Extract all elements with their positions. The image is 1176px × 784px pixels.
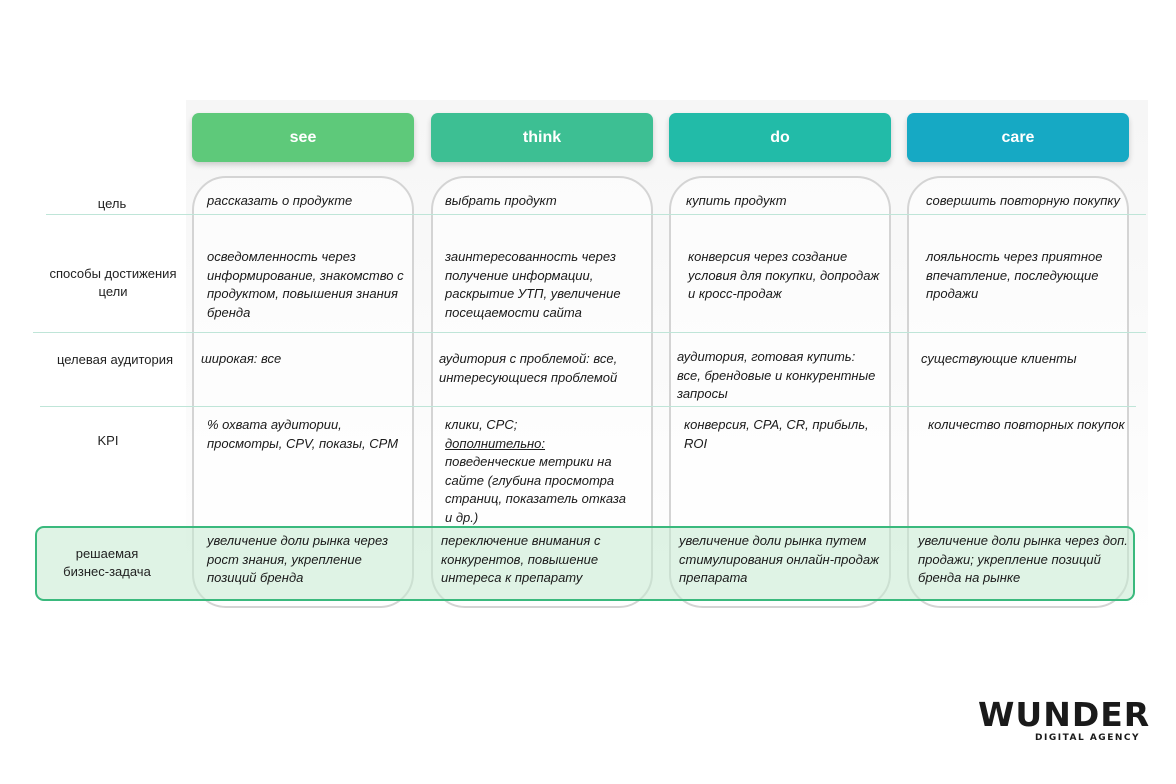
cell-business-see: увеличение доли рынка через рост знания,… bbox=[207, 533, 389, 585]
kpi-think-intro: клики, CPC; bbox=[445, 417, 518, 432]
kpi-think-additional: дополнительно: bbox=[445, 435, 546, 451]
logo-tagline: DIGITAL AGENCY bbox=[1035, 733, 1140, 743]
cell-methods-care: лояльность через приятное впечатление, п… bbox=[926, 249, 1103, 301]
stage-header-do: do bbox=[669, 113, 891, 162]
row-label-audience: целевая аудитория bbox=[56, 352, 174, 367]
stage-header-see: see bbox=[192, 113, 414, 162]
cell-goal-do: купить продукт bbox=[686, 193, 787, 208]
cell-business-care: увеличение доли рынка через доп. продажи… bbox=[918, 533, 1128, 585]
business-task-band bbox=[35, 526, 1135, 601]
cell-kpi-think: клики, CPC; дополнительно: поведенческие… bbox=[445, 416, 630, 527]
row-label-business: решаемая бизнес-задача bbox=[63, 546, 151, 579]
cell-goal-care: совершить повторную покупку bbox=[926, 193, 1121, 208]
kpi-think-rest: поведенческие метрики на сайте (глубина … bbox=[445, 454, 626, 525]
stage-header-think: think bbox=[431, 113, 653, 162]
cell-kpi-do: конверсия, CPA, CR, прибыль, ROI bbox=[684, 417, 869, 451]
cell-methods-do: конверсия через создание условия для пок… bbox=[688, 249, 880, 301]
cell-audience-care: существующие клиенты bbox=[921, 351, 1077, 366]
cell-kpi-care: количество повторных покупок bbox=[928, 417, 1125, 432]
cell-audience-do: аудитория, готовая купить: все, брендовы… bbox=[677, 349, 876, 401]
row-label-goal: цель bbox=[97, 196, 127, 211]
row-divider bbox=[46, 214, 1146, 215]
cell-methods-see: осведомленность через информирование, зн… bbox=[207, 249, 404, 320]
cell-kpi-see: % охвата аудитории, просмотры, CPV, пока… bbox=[207, 417, 399, 451]
cell-business-think: переключение внимания с конкурентов, пов… bbox=[441, 533, 601, 585]
cell-business-do: увеличение доли рынка путем стимулирован… bbox=[679, 533, 880, 585]
row-label-kpi: KPI bbox=[97, 433, 119, 448]
wunder-logo: WUNDER DIGITAL AGENCY bbox=[978, 695, 1151, 746]
cell-audience-see: широкая: все bbox=[201, 351, 282, 366]
cell-audience-think: аудитория с проблемой: все, интересующие… bbox=[439, 351, 618, 385]
cell-methods-think: заинтересованность через получение инфор… bbox=[445, 249, 621, 320]
cell-goal-think: выбрать продукт bbox=[445, 193, 557, 208]
stage-header-care: care bbox=[907, 113, 1129, 162]
logo-wordmark: WUNDER bbox=[978, 695, 1151, 734]
row-divider bbox=[40, 406, 1136, 407]
cell-goal-see: рассказать о продукте bbox=[207, 193, 353, 208]
row-divider bbox=[33, 332, 1146, 333]
row-label-methods: способы достижения цели bbox=[49, 266, 177, 299]
